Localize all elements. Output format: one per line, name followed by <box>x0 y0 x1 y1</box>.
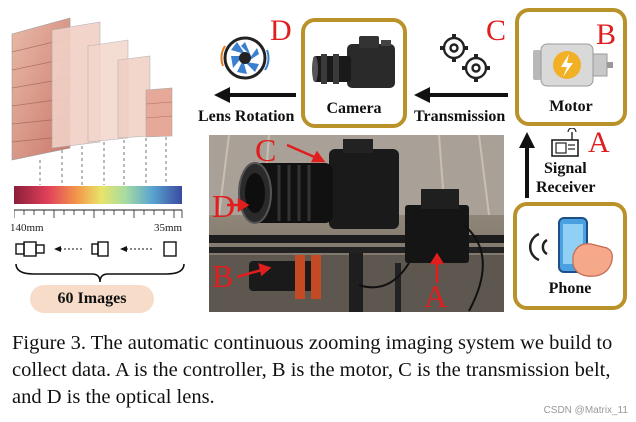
camera-label: Camera <box>305 100 403 118</box>
long-lens-icon <box>16 242 44 256</box>
letter-a-receiver: A <box>588 126 610 160</box>
arrow-to-camera <box>412 86 510 104</box>
focal-label-35: 35mm <box>154 222 182 234</box>
letter-c-top: C <box>486 14 506 48</box>
watermark: CSDN @Matrix_11 <box>544 405 628 416</box>
zoom-frame-5 <box>146 88 172 137</box>
images-brace <box>14 262 186 284</box>
motor-label: Motor <box>519 98 623 116</box>
lens-rotation-icon <box>219 32 271 84</box>
focal-colorbar <box>14 186 182 204</box>
arrow-to-motor <box>518 130 536 200</box>
camera-icon <box>311 30 401 96</box>
camera-box: Camera <box>301 18 407 128</box>
zoom-image-stack <box>0 0 200 200</box>
letter-b-top: B <box>596 18 616 52</box>
phone-box: Phone <box>513 202 627 310</box>
rig-photo-illustration <box>209 135 504 312</box>
signal-receiver-icon <box>548 128 582 158</box>
images-count-pill: 60 Images <box>30 285 154 313</box>
phone-icon <box>525 212 621 284</box>
rig-photo <box>209 135 504 312</box>
focal-label-140: 140mm <box>10 222 44 234</box>
short-lens-icon <box>164 242 176 256</box>
letter-d-top: D <box>270 14 292 48</box>
label-transmission: Transmission <box>414 108 505 126</box>
label-receiver: Receiver <box>536 179 596 197</box>
letter-a-photo: A <box>424 278 447 315</box>
arrow-to-lens-rotation <box>212 86 298 104</box>
letter-d-photo: D <box>212 188 235 225</box>
label-lens-rotation: Lens Rotation <box>198 108 294 126</box>
figure-caption: Figure 3. The automatic continuous zoomi… <box>12 330 632 411</box>
letter-c-photo: C <box>255 132 276 169</box>
label-signal: Signal <box>544 160 587 178</box>
phone-label: Phone <box>517 280 623 298</box>
lens-zoom-sequence <box>14 238 186 260</box>
zoom-stack-graphic <box>0 0 200 200</box>
letter-b-photo: B <box>212 258 233 295</box>
medium-lens-icon <box>92 242 108 256</box>
focal-ruler <box>14 208 184 220</box>
zoom-frame-4 <box>118 56 150 138</box>
